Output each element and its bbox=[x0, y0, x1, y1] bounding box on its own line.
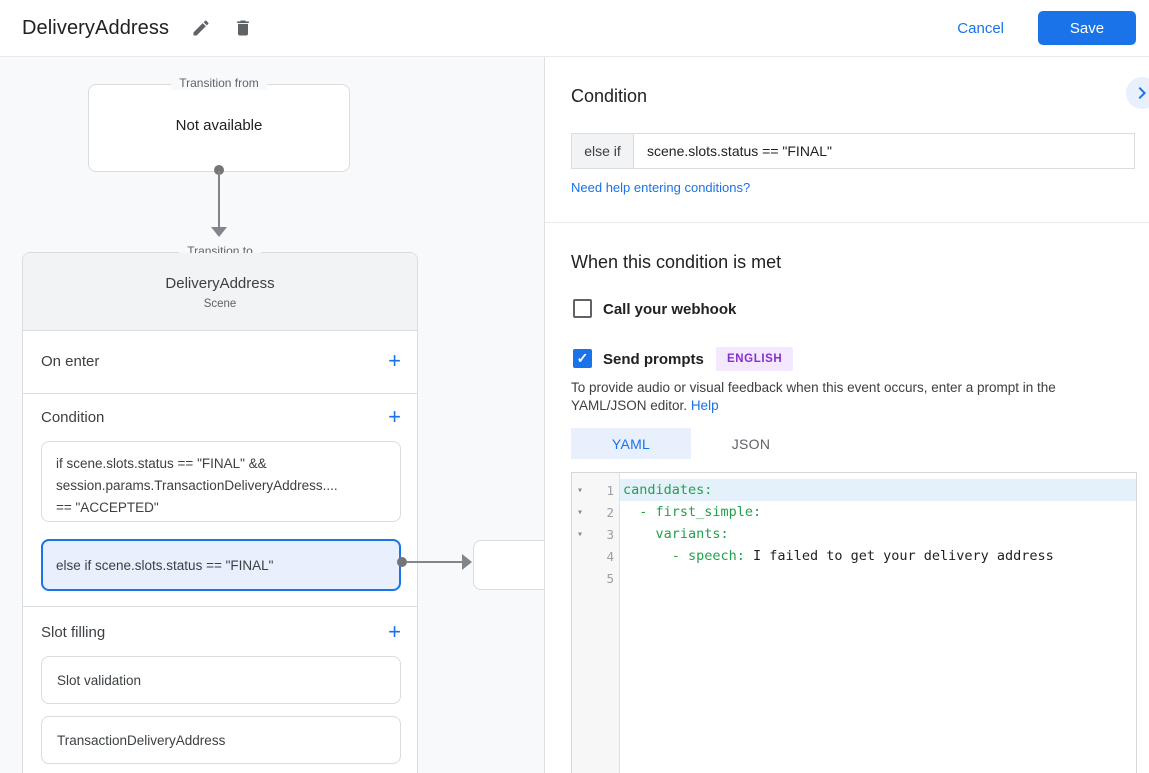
cancel-button[interactable]: Cancel bbox=[957, 19, 1004, 37]
divider bbox=[23, 606, 417, 607]
condition-prefix: else if bbox=[572, 134, 634, 168]
line-number: 1 bbox=[606, 482, 614, 498]
fold-arrow-icon[interactable]: ▾ bbox=[576, 506, 584, 518]
gutter-row: ▾3 bbox=[572, 523, 619, 545]
add-condition-button[interactable]: + bbox=[388, 404, 401, 429]
arrow-right-icon bbox=[462, 554, 472, 570]
webhook-checkbox[interactable] bbox=[573, 299, 592, 318]
gutter-row: ▾2 bbox=[572, 501, 619, 523]
detail-panel: Condition else if Need help entering con… bbox=[545, 57, 1149, 773]
save-button[interactable]: Save bbox=[1038, 11, 1136, 45]
code-line[interactable] bbox=[620, 567, 1136, 589]
panel-title: Condition bbox=[571, 86, 648, 106]
condition-input[interactable] bbox=[634, 134, 1134, 168]
scene-type: Scene bbox=[203, 298, 237, 310]
fold-arrow-icon[interactable]: ▾ bbox=[576, 484, 584, 496]
divider bbox=[545, 222, 1149, 223]
connector-line-vertical bbox=[218, 171, 220, 229]
scene-header: DeliveryAddress Scene bbox=[23, 253, 417, 331]
prompt-help-text-body: To provide audio or visual feedback when… bbox=[571, 380, 1056, 413]
condition-expression-row: else if bbox=[571, 133, 1135, 169]
add-on-enter-button[interactable]: + bbox=[388, 348, 401, 373]
edit-icon[interactable] bbox=[191, 18, 211, 38]
code-line[interactable]: variants: bbox=[620, 523, 1136, 545]
gutter-row: ▾1 bbox=[572, 479, 619, 501]
diagram-panel: Transition from Not available Transition… bbox=[0, 57, 545, 773]
condition-item-selected[interactable]: else if scene.slots.status == "FINAL" bbox=[41, 539, 401, 591]
condition-section-label: Condition bbox=[41, 409, 105, 426]
code-line[interactable]: - speech: I failed to get your delivery … bbox=[620, 545, 1136, 567]
line-number: 3 bbox=[606, 526, 614, 542]
check-icon: ✓ bbox=[576, 350, 589, 366]
language-badge: ENGLISH bbox=[716, 347, 794, 371]
gutter-row: 5 bbox=[572, 567, 619, 589]
line-number: 2 bbox=[606, 504, 614, 520]
transition-from-label: Transition from bbox=[171, 76, 267, 90]
code-line[interactable]: - first_simple: bbox=[620, 501, 1136, 523]
prompt-help-text: To provide audio or visual feedback when… bbox=[571, 379, 1127, 414]
top-bar: DeliveryAddress Cancel Save bbox=[0, 0, 1149, 57]
webhook-label[interactable]: Call your webhook bbox=[603, 301, 737, 318]
gutter-row: 4 bbox=[572, 545, 619, 567]
connector-dot bbox=[214, 165, 224, 175]
fold-arrow-icon[interactable]: ▾ bbox=[576, 528, 584, 540]
divider bbox=[23, 393, 417, 394]
editor-tabs: YAML JSON bbox=[571, 428, 811, 459]
arrow-down-icon bbox=[211, 227, 227, 237]
collapse-panel-button[interactable] bbox=[1126, 77, 1149, 109]
line-number: 4 bbox=[606, 548, 614, 564]
when-condition-met-title: When this condition is met bbox=[571, 252, 782, 272]
code-segment: - speech: bbox=[623, 548, 745, 564]
code-line[interactable]: candidates: bbox=[620, 479, 1136, 501]
connector-dot bbox=[397, 557, 407, 567]
editor-code[interactable]: candidates: - first_simple: variants: - … bbox=[620, 473, 1136, 773]
code-segment: - first_simple: bbox=[623, 504, 762, 520]
code-segment: candidates: bbox=[623, 482, 713, 498]
scene-name: DeliveryAddress bbox=[165, 275, 275, 292]
tab-yaml[interactable]: YAML bbox=[571, 428, 691, 459]
send-prompts-label[interactable]: Send prompts bbox=[603, 351, 704, 368]
not-available-label: Not available bbox=[175, 117, 263, 134]
prompt-help-link[interactable]: Help bbox=[690, 397, 719, 413]
code-segment: I failed to get your delivery address bbox=[744, 548, 1054, 564]
target-node[interactable] bbox=[473, 540, 544, 590]
slot-item[interactable]: TransactionDeliveryAddress bbox=[41, 716, 401, 764]
condition-item[interactable]: if scene.slots.status == "FINAL" && sess… bbox=[41, 441, 401, 522]
chevron-right-icon bbox=[1138, 87, 1146, 99]
send-prompts-checkbox[interactable]: ✓ bbox=[573, 349, 592, 368]
slot-filling-label: Slot filling bbox=[41, 624, 106, 641]
on-enter-label: On enter bbox=[41, 353, 100, 370]
tab-json[interactable]: JSON bbox=[731, 435, 771, 452]
page-title: DeliveryAddress bbox=[22, 16, 170, 39]
code-segment: variants: bbox=[623, 526, 729, 542]
transition-to-card: Transition to DeliveryAddress Scene On e… bbox=[22, 244, 418, 773]
line-number: 5 bbox=[606, 570, 614, 586]
conditions-help-link[interactable]: Need help entering conditions? bbox=[571, 180, 751, 195]
transition-from-box: Transition from Not available bbox=[88, 76, 350, 172]
connector-line-horizontal bbox=[406, 561, 463, 563]
add-slot-button[interactable]: + bbox=[388, 619, 401, 644]
slot-item[interactable]: Slot validation bbox=[41, 656, 401, 704]
delete-icon[interactable] bbox=[233, 18, 253, 38]
